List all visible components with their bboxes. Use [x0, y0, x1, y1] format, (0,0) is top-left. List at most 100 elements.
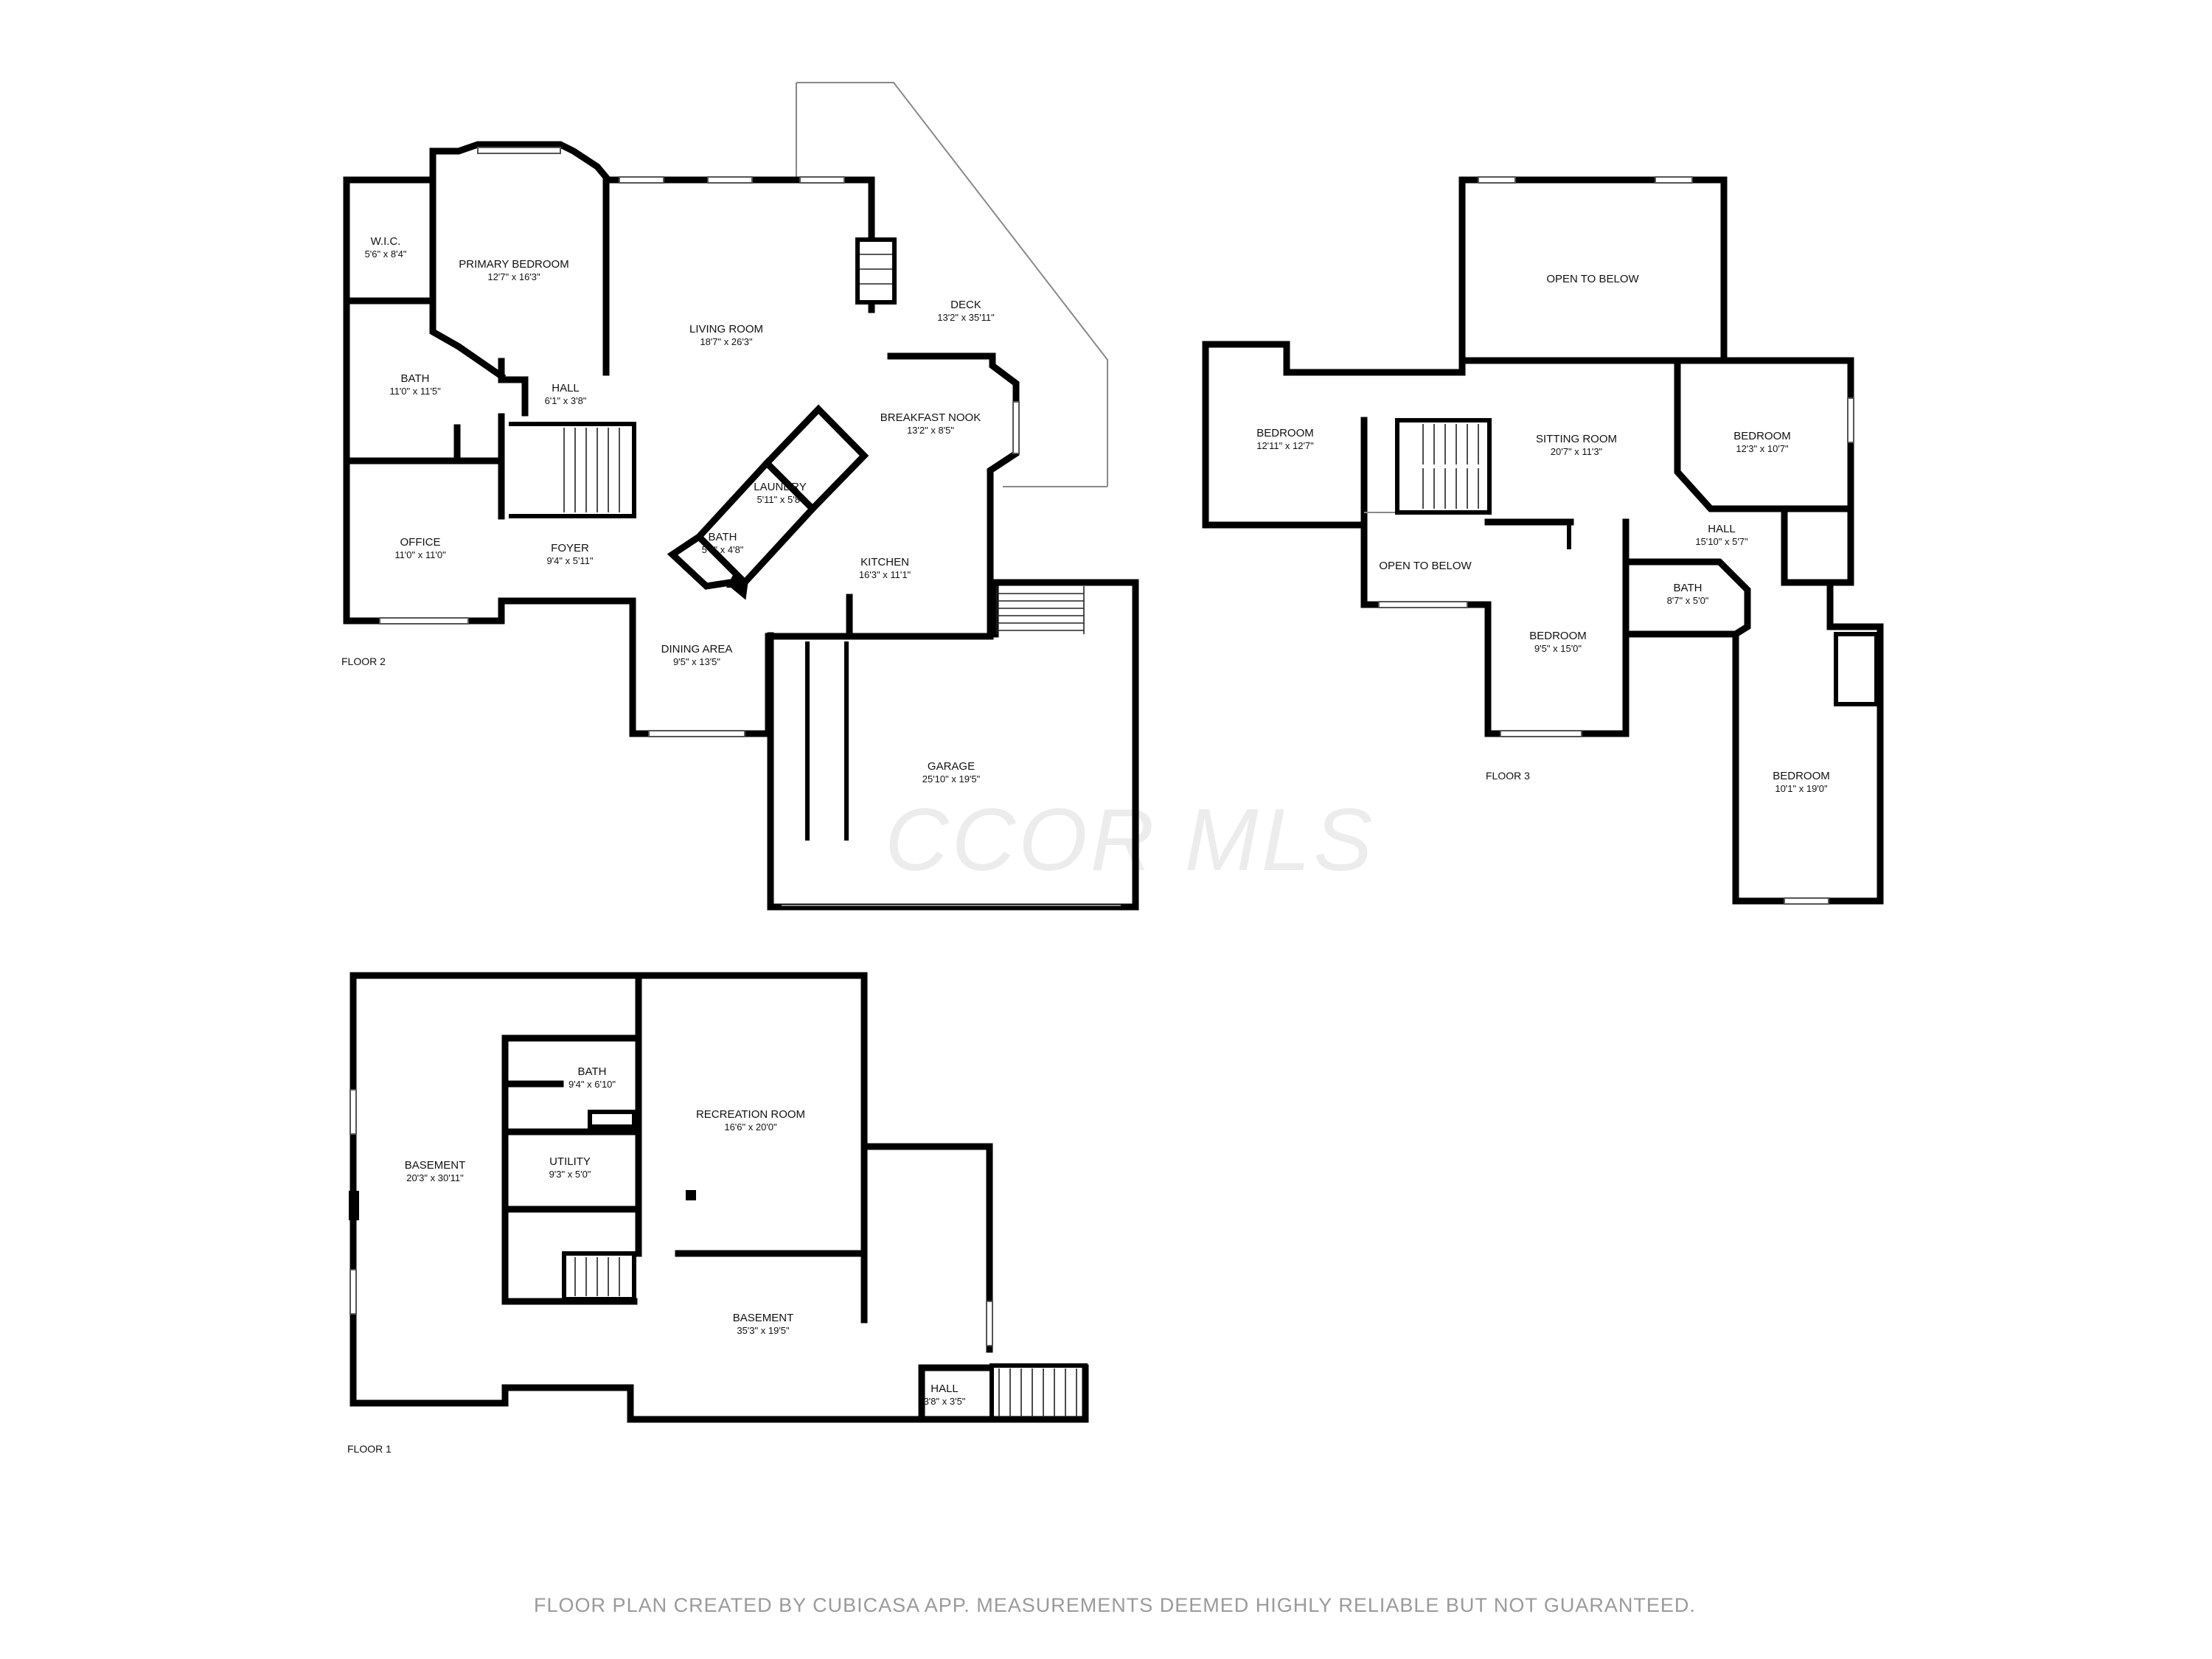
window	[1784, 897, 1829, 905]
floor-1-exterior-wall	[349, 972, 1089, 1423]
room-name: LIVING ROOM	[689, 323, 763, 335]
window	[349, 1089, 357, 1135]
room-name: KITCHEN	[860, 556, 909, 568]
room-dims: 13'2" x 8'5"	[907, 425, 954, 436]
room-name: HALL	[552, 382, 580, 394]
deck-outline	[796, 82, 1108, 487]
room-name: BATH	[578, 1065, 607, 1078]
open-to-below-top	[1458, 176, 1728, 364]
bedroom-west-wall	[429, 176, 507, 381]
floor-3-plan: FLOOR 3 OPEN TO BELOW BEDROOM 12'11" x 1…	[1202, 176, 1884, 905]
room-dims: 11'0" x 11'0"	[394, 549, 446, 560]
room-name: W.I.C.	[371, 235, 401, 248]
hall-wall	[498, 358, 529, 417]
column-marker	[686, 1190, 696, 1200]
room-name: PRIMARY BEDROOM	[459, 258, 568, 271]
floor-2-plan: FLOOR 2 W.I.C. 5'6" x 8'4" PRIMARY BEDRO…	[341, 82, 1139, 911]
floor-2-exterior-wall	[343, 141, 875, 313]
room-name: BATH	[401, 372, 430, 385]
room-dims: 12'3" x 10'7"	[1736, 443, 1789, 454]
garage-walls	[767, 579, 1139, 911]
room-dims: 9'5" x 13'5"	[673, 656, 720, 667]
window	[1012, 401, 1020, 454]
room-name: UTILITY	[549, 1155, 591, 1168]
room-dims: 5'8" x 4'8"	[702, 544, 744, 555]
room-dims: 25'10" x 19'5"	[922, 773, 981, 785]
closet-wall	[1781, 509, 1834, 586]
room-dims: 13'2" x 35'11"	[937, 312, 995, 323]
room-dims: 16'6" x 20'0"	[724, 1121, 777, 1133]
footer-disclaimer: FLOOR PLAN CREATED BY CUBICASA APP. MEAS…	[534, 1594, 1696, 1616]
bedroom-east-inner	[1674, 357, 1854, 512]
bedroom-south-walls	[1360, 601, 1630, 737]
room-dims: 11'0" x 11'5"	[389, 386, 441, 397]
room-name: BASEMENT	[733, 1312, 794, 1324]
room-name: LAUNDRY	[754, 481, 806, 493]
floor-1-stairs	[562, 1251, 1088, 1422]
window	[619, 176, 664, 184]
room-name: BATH	[1674, 582, 1703, 594]
room-dims: 12'11" x 12'7"	[1256, 440, 1314, 451]
room-name: BASEMENT	[405, 1159, 466, 1172]
fireplace-icon	[855, 237, 897, 305]
window	[1378, 601, 1468, 608]
room-name: HALL	[931, 1382, 959, 1395]
window	[1500, 730, 1582, 737]
room-dims: 5'6" x 8'4"	[365, 248, 407, 260]
window	[707, 176, 753, 184]
toilet-mark	[726, 574, 745, 588]
room-dims: 35'3" x 19'5"	[737, 1325, 790, 1336]
floor-1-label: FLOOR 1	[347, 1443, 392, 1455]
room-name: BEDROOM	[1256, 427, 1314, 439]
room-name: BREAKFAST NOOK	[880, 411, 981, 424]
room-dims: 9'3" x 5'0"	[549, 1169, 591, 1180]
room-dims: 16'3" x 11'1"	[859, 569, 911, 580]
room-dims: 15'10" x 5'7"	[1695, 536, 1748, 547]
room-dims: 3'8" x 3'5"	[924, 1396, 966, 1407]
room-dims: 20'3" x 30'11"	[406, 1172, 464, 1183]
window	[799, 176, 845, 184]
room-name: OPEN TO BELOW	[1546, 273, 1639, 285]
room-name: BATH	[709, 531, 737, 543]
room-name: BEDROOM	[1529, 630, 1587, 642]
room-dims: 10'1" x 19'0"	[1775, 783, 1828, 794]
floor-1-plan: FLOOR 1 BATH 9'4" x 6'10" RECREATION ROO…	[347, 972, 1089, 1455]
room-dims: 9'4" x 6'10"	[568, 1079, 616, 1090]
room-dims: 18'7" x 26'3"	[700, 336, 753, 347]
floor-2-label: FLOOR 2	[341, 655, 386, 667]
room-name: HALL	[1708, 523, 1736, 535]
room-name: GARAGE	[928, 760, 975, 773]
room-dims: 9'4" x 5'11"	[546, 555, 593, 566]
bedroom-west-walls	[1202, 341, 1466, 529]
floor-2-stairs	[563, 428, 1085, 634]
room-dims: 9'5" x 15'0"	[1534, 643, 1582, 654]
room-name: SITTING ROOM	[1536, 433, 1617, 445]
closet	[1834, 632, 1879, 706]
window	[477, 147, 561, 154]
room-name: DECK	[950, 299, 981, 311]
room-name: BEDROOM	[1733, 430, 1791, 442]
room-name: DINING AREA	[661, 643, 733, 655]
room-dims: 8'7" x 5'0"	[1667, 595, 1709, 606]
window	[1478, 176, 1516, 184]
window	[349, 1269, 357, 1315]
beam-marker	[349, 1191, 359, 1220]
room-name: RECREATION ROOM	[696, 1108, 805, 1121]
room-dims: 5'11" x 5'8"	[757, 494, 803, 505]
window	[379, 617, 469, 625]
window	[986, 1301, 993, 1346]
room-dims: 12'7" x 16'3"	[487, 271, 540, 282]
floor-2-stair-box	[509, 422, 636, 518]
room-name: FOYER	[551, 542, 589, 554]
window	[1847, 397, 1854, 443]
floor-3-label: FLOOR 3	[1486, 770, 1530, 782]
room-dims: 6'1" x 3'8"	[545, 395, 587, 406]
floor-3-stairs	[1395, 418, 1492, 515]
room-name: OPEN TO BELOW	[1379, 560, 1472, 572]
watermark: CCOR MLS	[885, 790, 1375, 889]
room-name: BEDROOM	[1773, 770, 1830, 782]
room-dims: 20'7" x 11'3"	[1551, 446, 1603, 457]
window	[648, 730, 745, 737]
tub	[588, 1110, 636, 1129]
